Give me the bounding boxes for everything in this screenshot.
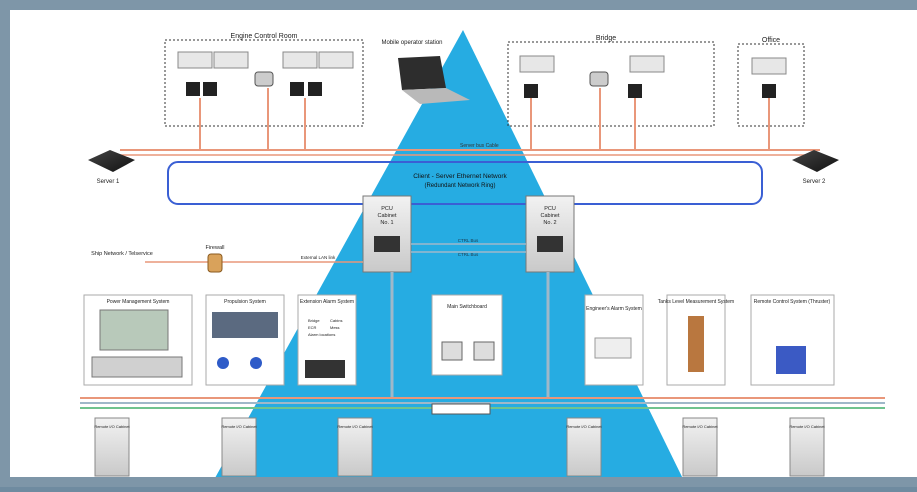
server-2: Server 2	[792, 150, 839, 185]
svg-text:Power Management System: Power Management System	[107, 299, 170, 305]
svg-text:Main Switchboard: Main Switchboard	[447, 304, 487, 310]
server-bus: Server bus Cable	[120, 143, 820, 156]
svg-text:Remote I/O Cabinet: Remote I/O Cabinet	[337, 424, 373, 429]
ring-title: Client - Server Ethernet Network	[413, 173, 507, 180]
pc-icon	[203, 82, 217, 96]
pc-icon	[524, 84, 538, 98]
external-network: Ship Network / Telservice Firewall Exter…	[91, 245, 363, 273]
svg-text:PCU: PCU	[381, 206, 393, 212]
frame-left	[0, 0, 10, 487]
external-link-label: External LAN link	[301, 255, 336, 260]
ctrl-bus-label-2: CTRL Bus	[458, 252, 479, 257]
zone-title-ecr: Engine Control Room	[231, 33, 298, 40]
monitor-icon	[213, 51, 249, 69]
svg-text:Mess: Mess	[330, 325, 340, 330]
monitor-icon	[177, 51, 213, 69]
firewall-icon	[207, 253, 223, 273]
svg-text:Remote I/O Cabinet: Remote I/O Cabinet	[94, 424, 130, 429]
pc-icon	[762, 84, 776, 98]
server-icon	[792, 150, 839, 172]
svg-text:Remote I/O Cabinet: Remote I/O Cabinet	[682, 424, 718, 429]
zone-office: Office	[737, 37, 805, 127]
zone-drops	[199, 88, 770, 150]
field-bus	[80, 397, 885, 415]
remote-cabinet	[789, 417, 825, 477]
svg-text:Engineer's Alarm System: Engineer's Alarm System	[586, 306, 642, 312]
pcu-cabinet-1: PCU Cabinet No. 1	[362, 195, 412, 273]
firewall-label: Firewall	[206, 245, 225, 251]
frame-bottom	[0, 477, 917, 487]
monitor-icon	[282, 51, 318, 69]
ring-subtitle: (Redundant Network Ring)	[424, 183, 495, 189]
ship-network-label: Ship Network / Telservice	[91, 251, 153, 257]
zone-bridge: Bridge	[507, 35, 715, 127]
svg-text:Remote I/O Cabinet: Remote I/O Cabinet	[221, 424, 257, 429]
pcu-cabinet-2: PCU Cabinet No. 2	[525, 195, 575, 273]
monitor-icon	[629, 55, 665, 73]
remote-cabinet	[566, 417, 602, 477]
svg-text:PCU: PCU	[544, 206, 556, 212]
remote-cabinet	[221, 417, 257, 477]
pcu-links	[411, 243, 526, 253]
zone-mobile-station: Mobile operator station	[381, 40, 470, 104]
pc-icon	[290, 82, 304, 96]
svg-text:Alarm locations: Alarm locations	[308, 332, 335, 337]
remote-cabinet	[682, 417, 718, 477]
svg-text:Cabinet: Cabinet	[541, 213, 560, 219]
remote-cabinets: Remote I/O Cabinet Remote I/O Cabinet Re…	[94, 417, 826, 477]
svg-text:ECR: ECR	[308, 325, 317, 330]
svg-text:Extension Alarm System: Extension Alarm System	[300, 299, 354, 305]
monitor-icon	[318, 51, 354, 69]
monitor-icon	[751, 57, 787, 75]
cabinet-icon	[525, 195, 575, 273]
system-box	[431, 294, 503, 376]
monitor-icon	[519, 55, 555, 73]
system-boxes: Power Management System Propulsion Syste…	[83, 294, 835, 386]
svg-text:Remote I/O Cabinet: Remote I/O Cabinet	[789, 424, 825, 429]
svg-text:Remote Control System (Thruste: Remote Control System (Thruster)	[754, 299, 831, 305]
switch-icon	[431, 403, 491, 415]
server-bus-label: Server bus Cable	[460, 143, 499, 149]
svg-text:Cabinet: Cabinet	[378, 213, 397, 219]
zone-title-bridge: Bridge	[596, 35, 616, 42]
server-2-label: Server 2	[803, 179, 826, 185]
remote-cabinet	[337, 417, 373, 477]
svg-text:No. 2: No. 2	[543, 220, 556, 226]
frame-top	[0, 0, 917, 10]
ethernet-ring: Client - Server Ethernet Network (Redund…	[167, 161, 763, 205]
server-icon	[88, 150, 135, 172]
system-box	[205, 294, 285, 386]
zone-engine-control-room: Engine Control Room	[164, 33, 364, 127]
server-1-label: Server 1	[97, 179, 120, 185]
svg-text:Cabins: Cabins	[330, 318, 342, 323]
pc-icon	[308, 82, 322, 96]
svg-text:Tanks Level Measurement System: Tanks Level Measurement System	[658, 299, 734, 305]
zone-title-office: Office	[762, 37, 780, 44]
pc-icon	[186, 82, 200, 96]
ctrl-bus-label-1: CTRL Bus	[458, 238, 479, 243]
cabinet-icon	[362, 195, 412, 273]
printer-icon	[254, 71, 274, 87]
printer-icon	[589, 71, 609, 87]
mobile-station-label: Mobile operator station	[381, 40, 442, 46]
laptop-icon	[398, 56, 446, 90]
server-1: Server 1	[88, 150, 135, 185]
remote-cabinet	[94, 417, 130, 477]
pc-icon	[628, 84, 642, 98]
cabinet-vertical-links	[390, 272, 550, 398]
svg-text:No. 1: No. 1	[380, 220, 393, 226]
svg-text:Propulsion System: Propulsion System	[224, 299, 266, 305]
svg-text:Remote I/O Cabinet: Remote I/O Cabinet	[566, 424, 602, 429]
svg-text:Bridge: Bridge	[308, 318, 320, 323]
